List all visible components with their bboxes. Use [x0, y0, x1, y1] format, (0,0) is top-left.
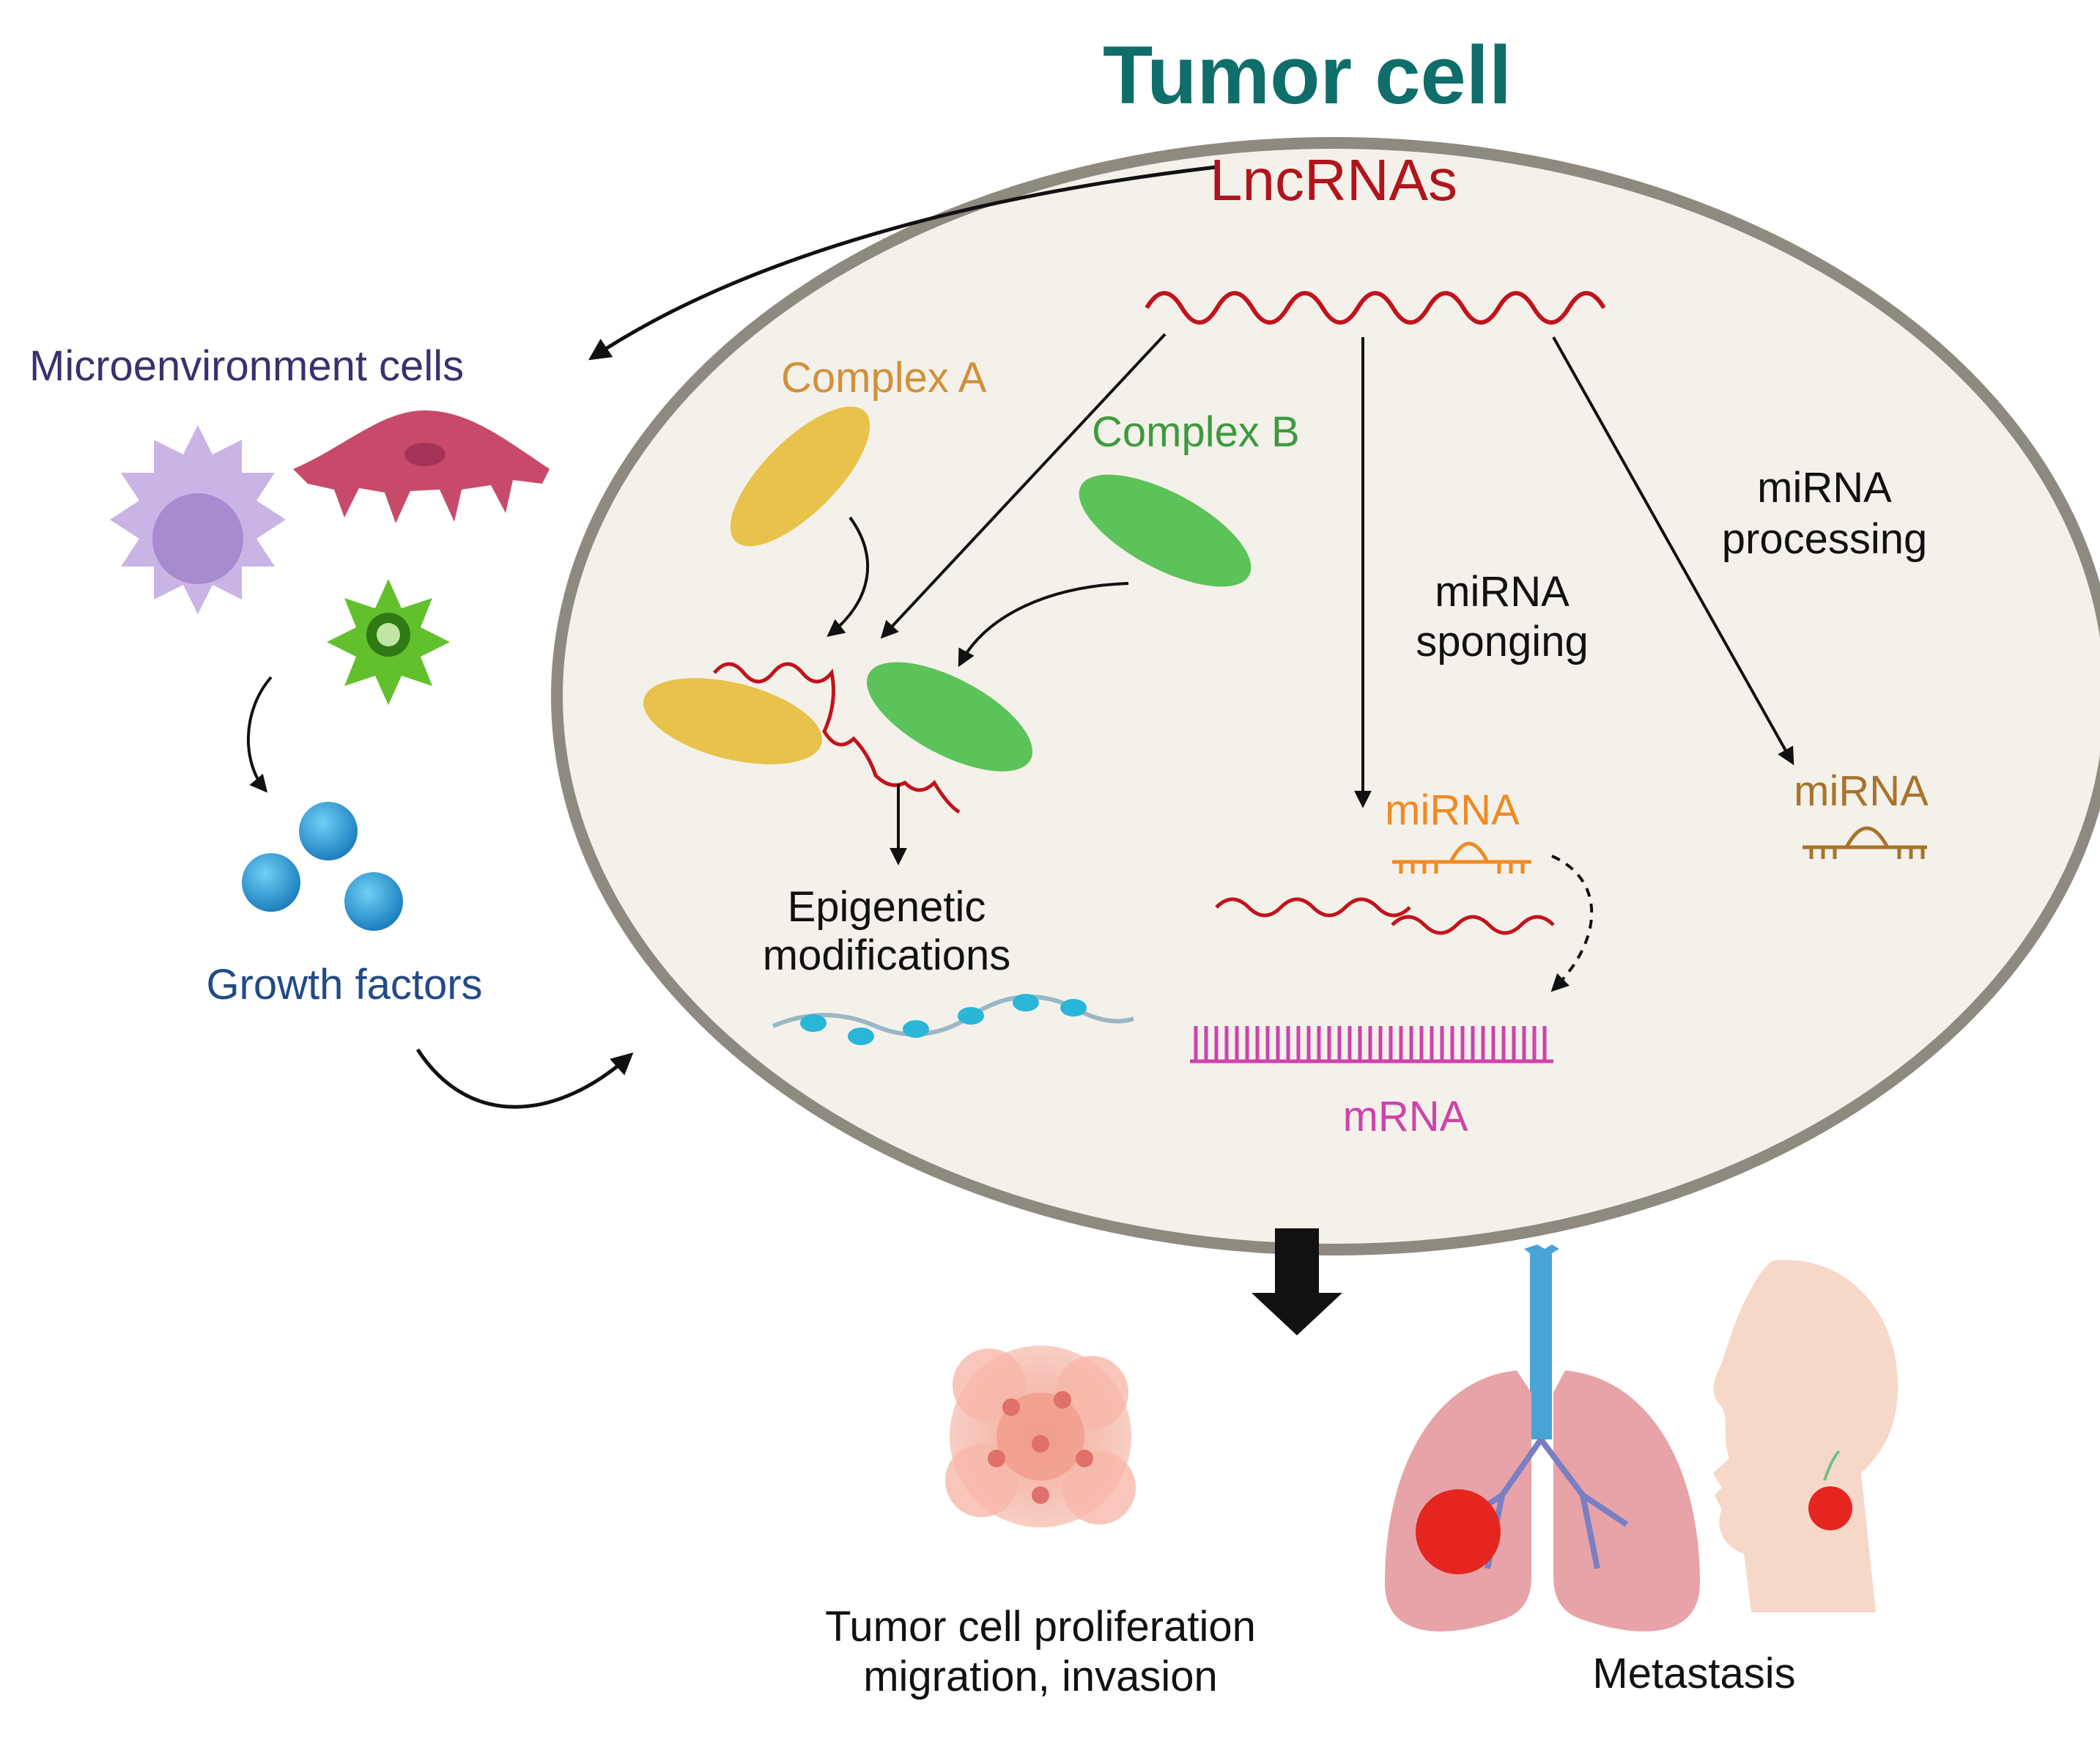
diagram-title: Tumor cell	[1102, 29, 1512, 121]
arrow-growth-to-cell	[415, 1048, 634, 1109]
bound-complex-a	[643, 678, 822, 764]
complex-b-label: Complex B	[1092, 408, 1300, 456]
arrow-complex-b-to-bound	[958, 582, 1129, 668]
sponging-label-line2: sponging	[1416, 618, 1589, 665]
tumor-mass-illustration	[945, 1346, 1136, 1527]
bound-complex-b	[866, 662, 1033, 772]
sponge-lncrna-2	[1391, 915, 1555, 935]
fibroblast-cell	[293, 410, 550, 523]
growth-factors-label: Growth factors	[206, 961, 483, 1008]
metastasis-label: Metastasis	[1592, 1650, 1796, 1697]
lncrnas-label: LncRNAs	[1210, 147, 1457, 213]
processing-label-line1: miRNA	[1757, 464, 1892, 512]
arrow-lncrna-to-processing	[1552, 336, 1794, 766]
proliferation-label-line2: migration, invasion	[863, 1653, 1218, 1700]
microenvironment-label: Microenvironment cells	[29, 342, 465, 390]
nucleosome-beads	[800, 994, 1087, 1045]
bound-lncrna-strand	[713, 662, 961, 814]
mrna-comb	[1190, 1026, 1553, 1063]
lungs-illustration	[1385, 1244, 1700, 1631]
proliferation-label-line1: Tumor cell proliferation	[825, 1603, 1256, 1651]
complex-a-label: Complex A	[781, 354, 987, 402]
tumor-cell-membrane	[551, 137, 2100, 1255]
head-illustration	[1713, 1260, 1898, 1612]
lncrna-strand	[1145, 291, 1606, 325]
complex-a-shape	[730, 406, 870, 547]
sponging-label-line1: miRNA	[1435, 568, 1570, 616]
epigenetic-label-line2: modifications	[762, 932, 1011, 979]
sponge-lncrna-1	[1215, 897, 1411, 918]
dashed-arrow-to-mrna	[1550, 855, 1594, 992]
sponged-mirna-label: miRNA	[1385, 786, 1520, 834]
epigenetic-label-line1: Epigenetic	[787, 883, 986, 931]
macrophage-cell	[110, 425, 286, 614]
dendritic-cell	[327, 579, 450, 705]
processing-label-line2: processing	[1721, 515, 1928, 563]
arrow-complex-a-to-bound	[827, 516, 870, 637]
processed-mirna-label: miRNA	[1794, 767, 1929, 815]
processed-mirna-glyph	[1803, 826, 1927, 859]
sponged-mirna-glyph	[1392, 841, 1531, 874]
arrow-to-microenvironment	[588, 165, 1217, 361]
outcome-arrow	[1252, 1228, 1342, 1335]
arrow-cells-to-growth	[247, 676, 273, 793]
arrow-lncrna-to-complex	[880, 333, 1167, 639]
complex-b-shape	[1079, 474, 1252, 587]
mrna-label: mRNA	[1342, 1093, 1468, 1140]
growth-factor-spheres	[242, 802, 403, 931]
